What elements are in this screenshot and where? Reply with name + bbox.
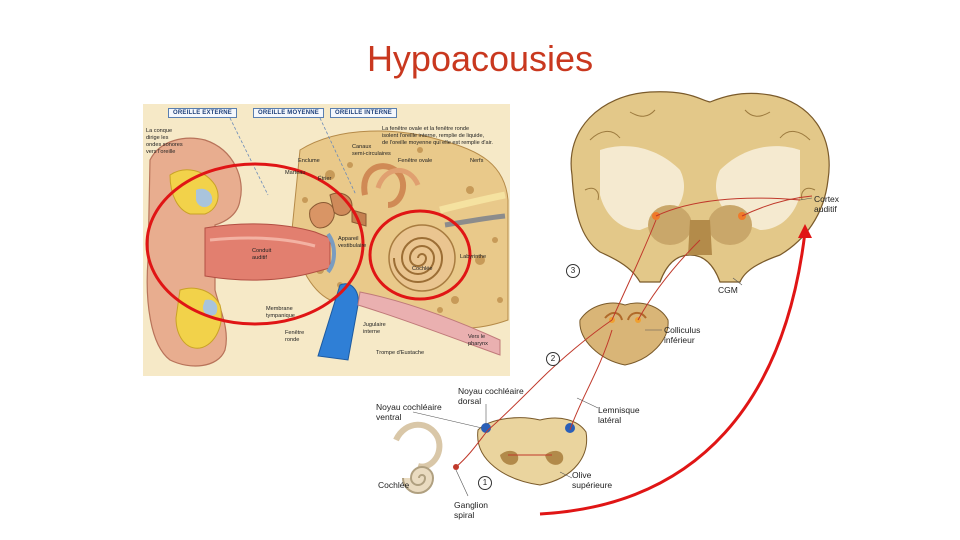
label-colliculus: Colliculus inférieur (664, 325, 701, 345)
pathway-lines (455, 195, 813, 468)
label-lemnisque: Lemnisque latéral (598, 405, 640, 425)
label-conque: La conque dirige les ondes sonores vers … (146, 128, 183, 155)
skin-fold-upper (196, 188, 213, 208)
noyau-dorsal-blue (481, 423, 491, 433)
label-etrier: Étrier (318, 176, 332, 182)
brain-sulci (584, 109, 816, 201)
label-noyau-dorsal: Noyau cochléaire dorsal (458, 386, 524, 406)
label-fenetre-ronde: Fenêtre ronde (285, 330, 305, 343)
small-cochlea (402, 466, 435, 494)
cochlea-body (388, 224, 456, 292)
cochlea-spiral (393, 237, 444, 283)
leader-lines (412, 197, 813, 497)
ear-canal-highlight (209, 236, 316, 248)
eustachian-tube (357, 291, 501, 356)
label-olive: Olive supérieure (572, 470, 613, 490)
label-trompe: Trompe d'Eustache (376, 350, 425, 356)
skin-fold-lower (202, 299, 218, 316)
label-labyrinthe: Labyrinthe (460, 254, 487, 260)
step-3: 3 (566, 264, 580, 278)
auditory-nerve (439, 191, 506, 214)
step-2: 2 (546, 352, 560, 366)
label-cgm: CGM (718, 285, 738, 295)
label-appareil: Appareil vestibulaire (338, 236, 367, 249)
brainstem-top (688, 220, 712, 255)
label-noyau-ventral: Noyau cochléaire ventral (376, 402, 442, 422)
label-cortex-auditif: Cortex auditif (814, 194, 840, 214)
midbrain-section (579, 302, 669, 366)
label-cochlee-ear: Cochlée (412, 266, 433, 272)
header-outer-ear: OREILLE EXTERNE (168, 108, 238, 118)
tympanic-membrane (326, 232, 336, 274)
highlight-outer-middle-ear (145, 162, 365, 326)
divider-middle (319, 117, 357, 196)
divider-external (229, 117, 269, 196)
olive-right (545, 450, 564, 465)
olive-left (500, 450, 519, 465)
medulla-section (477, 417, 588, 486)
label-fenetre-ovale: Fenêtre ovale (398, 158, 433, 164)
nerve-sheath (444, 213, 506, 228)
label-cochlee: Cochlée (378, 480, 410, 490)
thalamus-left (648, 205, 692, 245)
highlight-cochlea (368, 209, 472, 301)
temporal-bone (291, 130, 509, 329)
slide-title: Hypoacousies (366, 38, 594, 79)
hammer (309, 202, 335, 229)
label-marteau: Marteau (285, 170, 306, 176)
jugular-vein (317, 283, 359, 361)
label-conduit: Conduit auditif (252, 248, 272, 261)
label-ganglion: Ganglion spiral (454, 500, 489, 520)
curved-arrow-head (798, 224, 812, 238)
label-pharynx: Vers le pharynx (468, 334, 488, 347)
brain-section (570, 91, 830, 283)
semicircular-canal-2 (375, 167, 421, 189)
small-semicircular (393, 421, 443, 470)
label-enclume: Enclume (298, 158, 320, 164)
header-middle-ear: OREILLE MOYENNE (253, 108, 325, 118)
label-nerfs: Nerfs (470, 158, 484, 164)
noyau-dorsal-blue-right (565, 423, 575, 433)
header-inner-ear: OREILLE INTERNE (330, 108, 398, 118)
label-jugulaire: Jugulaire interne (363, 322, 386, 335)
label-canaux: Canaux semi-circulaires (352, 144, 391, 157)
thalamus-right (708, 205, 752, 245)
label-membrane: Membrane tympanique (266, 306, 295, 319)
label-fenetres: La fenêtre ovale et la fenêtre ronde iso… (382, 126, 493, 146)
curved-arrow (539, 231, 807, 516)
step-1: 1 (478, 476, 492, 490)
